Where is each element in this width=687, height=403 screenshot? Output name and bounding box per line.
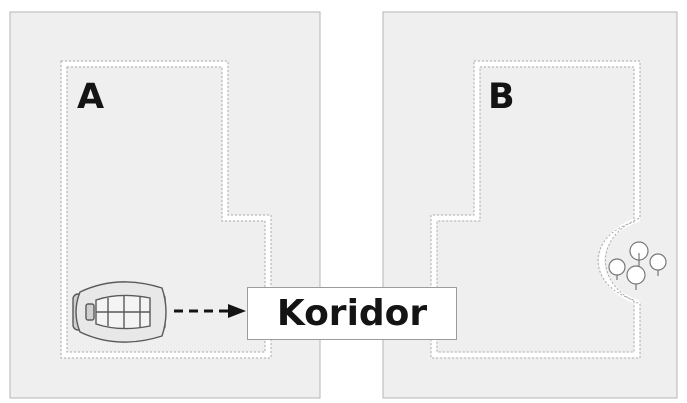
zone-a-label: A <box>77 77 105 117</box>
zone-b-label: B <box>488 77 515 117</box>
robotic-mower-icon <box>72 281 167 343</box>
tree-icon <box>626 265 646 290</box>
dashed-arrow-icon <box>174 304 246 318</box>
zone-b-panel <box>382 11 678 399</box>
tree-icon <box>608 258 626 280</box>
zone-b-boundary <box>430 60 641 359</box>
tree-cluster-icon <box>608 241 667 290</box>
zone-a-boundary <box>60 60 272 359</box>
corridor-label: Koridor <box>276 292 428 334</box>
zone-a-panel <box>9 11 321 399</box>
corridor-label-box: Koridor <box>247 287 457 340</box>
tree-icon <box>649 253 667 276</box>
